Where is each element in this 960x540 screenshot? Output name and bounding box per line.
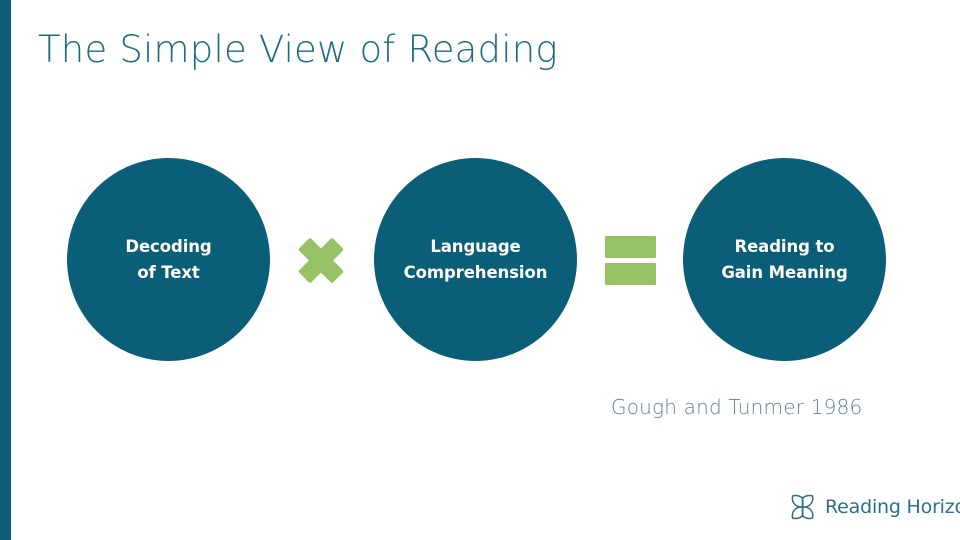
- equals-stroke-top: [605, 236, 656, 258]
- left-accent-bar: [0, 0, 11, 540]
- diagram-node-decoding: Decoding of Text: [67, 158, 270, 361]
- diagram-node-language-comprehension: Language Comprehension: [374, 158, 577, 361]
- equals-stroke-bottom: [605, 263, 656, 285]
- diagram-node-language-comprehension-label: Language Comprehension: [403, 236, 548, 282]
- equals-operator-icon: [605, 236, 656, 285]
- diagram-node-decoding-label: Decoding of Text: [125, 236, 212, 282]
- brand-name-label: Reading Horizons: [825, 496, 960, 518]
- citation-text: Gough and Tunmer 1986: [611, 395, 863, 419]
- diagram-node-reading-to-gain-meaning-label: Reading to Gain Meaning: [721, 236, 848, 282]
- reading-horizons-butterfly-icon: [791, 494, 814, 520]
- page-title: The Simple View of Reading: [38, 28, 558, 71]
- brand-logo: Reading Horizons: [788, 492, 960, 522]
- multiply-operator-icon: [297, 236, 345, 284]
- diagram-node-reading-to-gain-meaning: Reading to Gain Meaning: [683, 158, 886, 361]
